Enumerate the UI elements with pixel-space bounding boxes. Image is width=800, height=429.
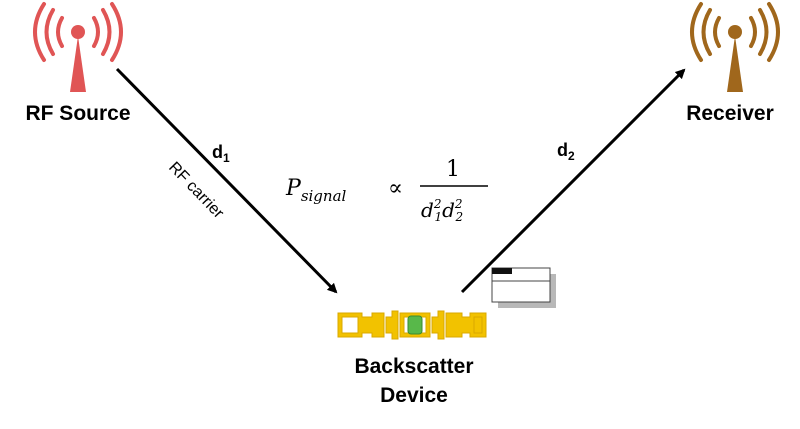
rf-source-label: RF Source [25, 102, 130, 125]
rfid-tag-icon [337, 310, 487, 340]
formula-lhs: Psignal [285, 176, 347, 205]
formula-relation: ∝ [388, 176, 403, 201]
rf-source-antenna-icon [33, 2, 123, 92]
d1-arrow [115, 67, 338, 294]
receiver-label: Receiver [686, 102, 774, 125]
d2-label: d2 [557, 140, 575, 163]
rfid-chip [407, 315, 423, 335]
rf-carrier-caption: RF carrier [165, 159, 227, 222]
card-icon [491, 267, 556, 308]
formula-numerator: 1 [446, 157, 460, 182]
d2-arrow [460, 68, 686, 294]
receiver-antenna-icon [690, 2, 780, 92]
backscatter-label-line1: Backscatter [354, 355, 473, 378]
backscatter-label-line2: Device [380, 384, 448, 407]
d1-label: d1 [212, 142, 230, 165]
